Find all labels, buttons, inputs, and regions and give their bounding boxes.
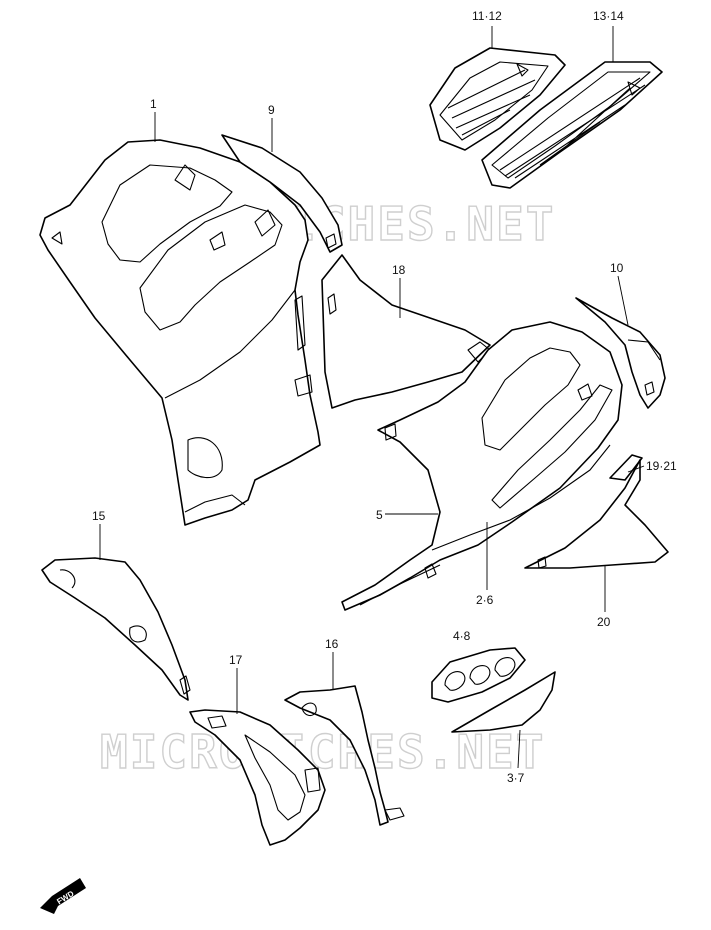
callout-13-14: 13·14 <box>593 9 624 23</box>
part-10-side-piece[interactable] <box>575 297 666 409</box>
callout-15: 15 <box>92 509 106 523</box>
part-13-14-grille[interactable] <box>481 61 663 189</box>
part-17-bracket-panel[interactable] <box>189 709 326 846</box>
part-11-12-grille[interactable] <box>429 47 566 151</box>
part-19-21-emblem[interactable] <box>609 454 643 481</box>
callout-10: 10 <box>610 261 624 275</box>
callout-2-6: 2·6 <box>476 593 494 607</box>
fwd-arrow-icon: FWD <box>40 878 86 914</box>
leader-lines <box>99 26 645 769</box>
part-4-8-badge[interactable] <box>431 647 526 703</box>
callout-20: 20 <box>597 615 611 629</box>
part-5-lower-cowling[interactable] <box>341 321 623 611</box>
callout-3-7: 3·7 <box>507 771 525 785</box>
part-9-trim-strip[interactable] <box>221 134 343 253</box>
callout-1: 1 <box>150 97 157 111</box>
callout-19-21: 19·21 <box>646 459 677 473</box>
callout-18: 18 <box>392 263 406 277</box>
callout-16: 16 <box>325 637 339 651</box>
part-20-side-fairing[interactable] <box>524 459 669 569</box>
part-15-under-panel[interactable] <box>41 557 191 701</box>
part-3-7-decal[interactable] <box>451 671 556 733</box>
callout-5: 5 <box>376 508 383 522</box>
callout-9: 9 <box>268 103 275 117</box>
callout-labels: 1 9 11·12 13·14 18 10 5 2·6 19·21 20 15 … <box>92 9 677 785</box>
watermark-bottom: MICROFICHES.NET <box>100 725 545 779</box>
part-16-small-panel[interactable] <box>284 685 405 826</box>
part-1-upper-cowling[interactable] <box>39 139 321 526</box>
callout-17: 17 <box>229 653 243 667</box>
callout-4-8: 4·8 <box>453 629 471 643</box>
callout-11-12: 11·12 <box>472 9 502 23</box>
